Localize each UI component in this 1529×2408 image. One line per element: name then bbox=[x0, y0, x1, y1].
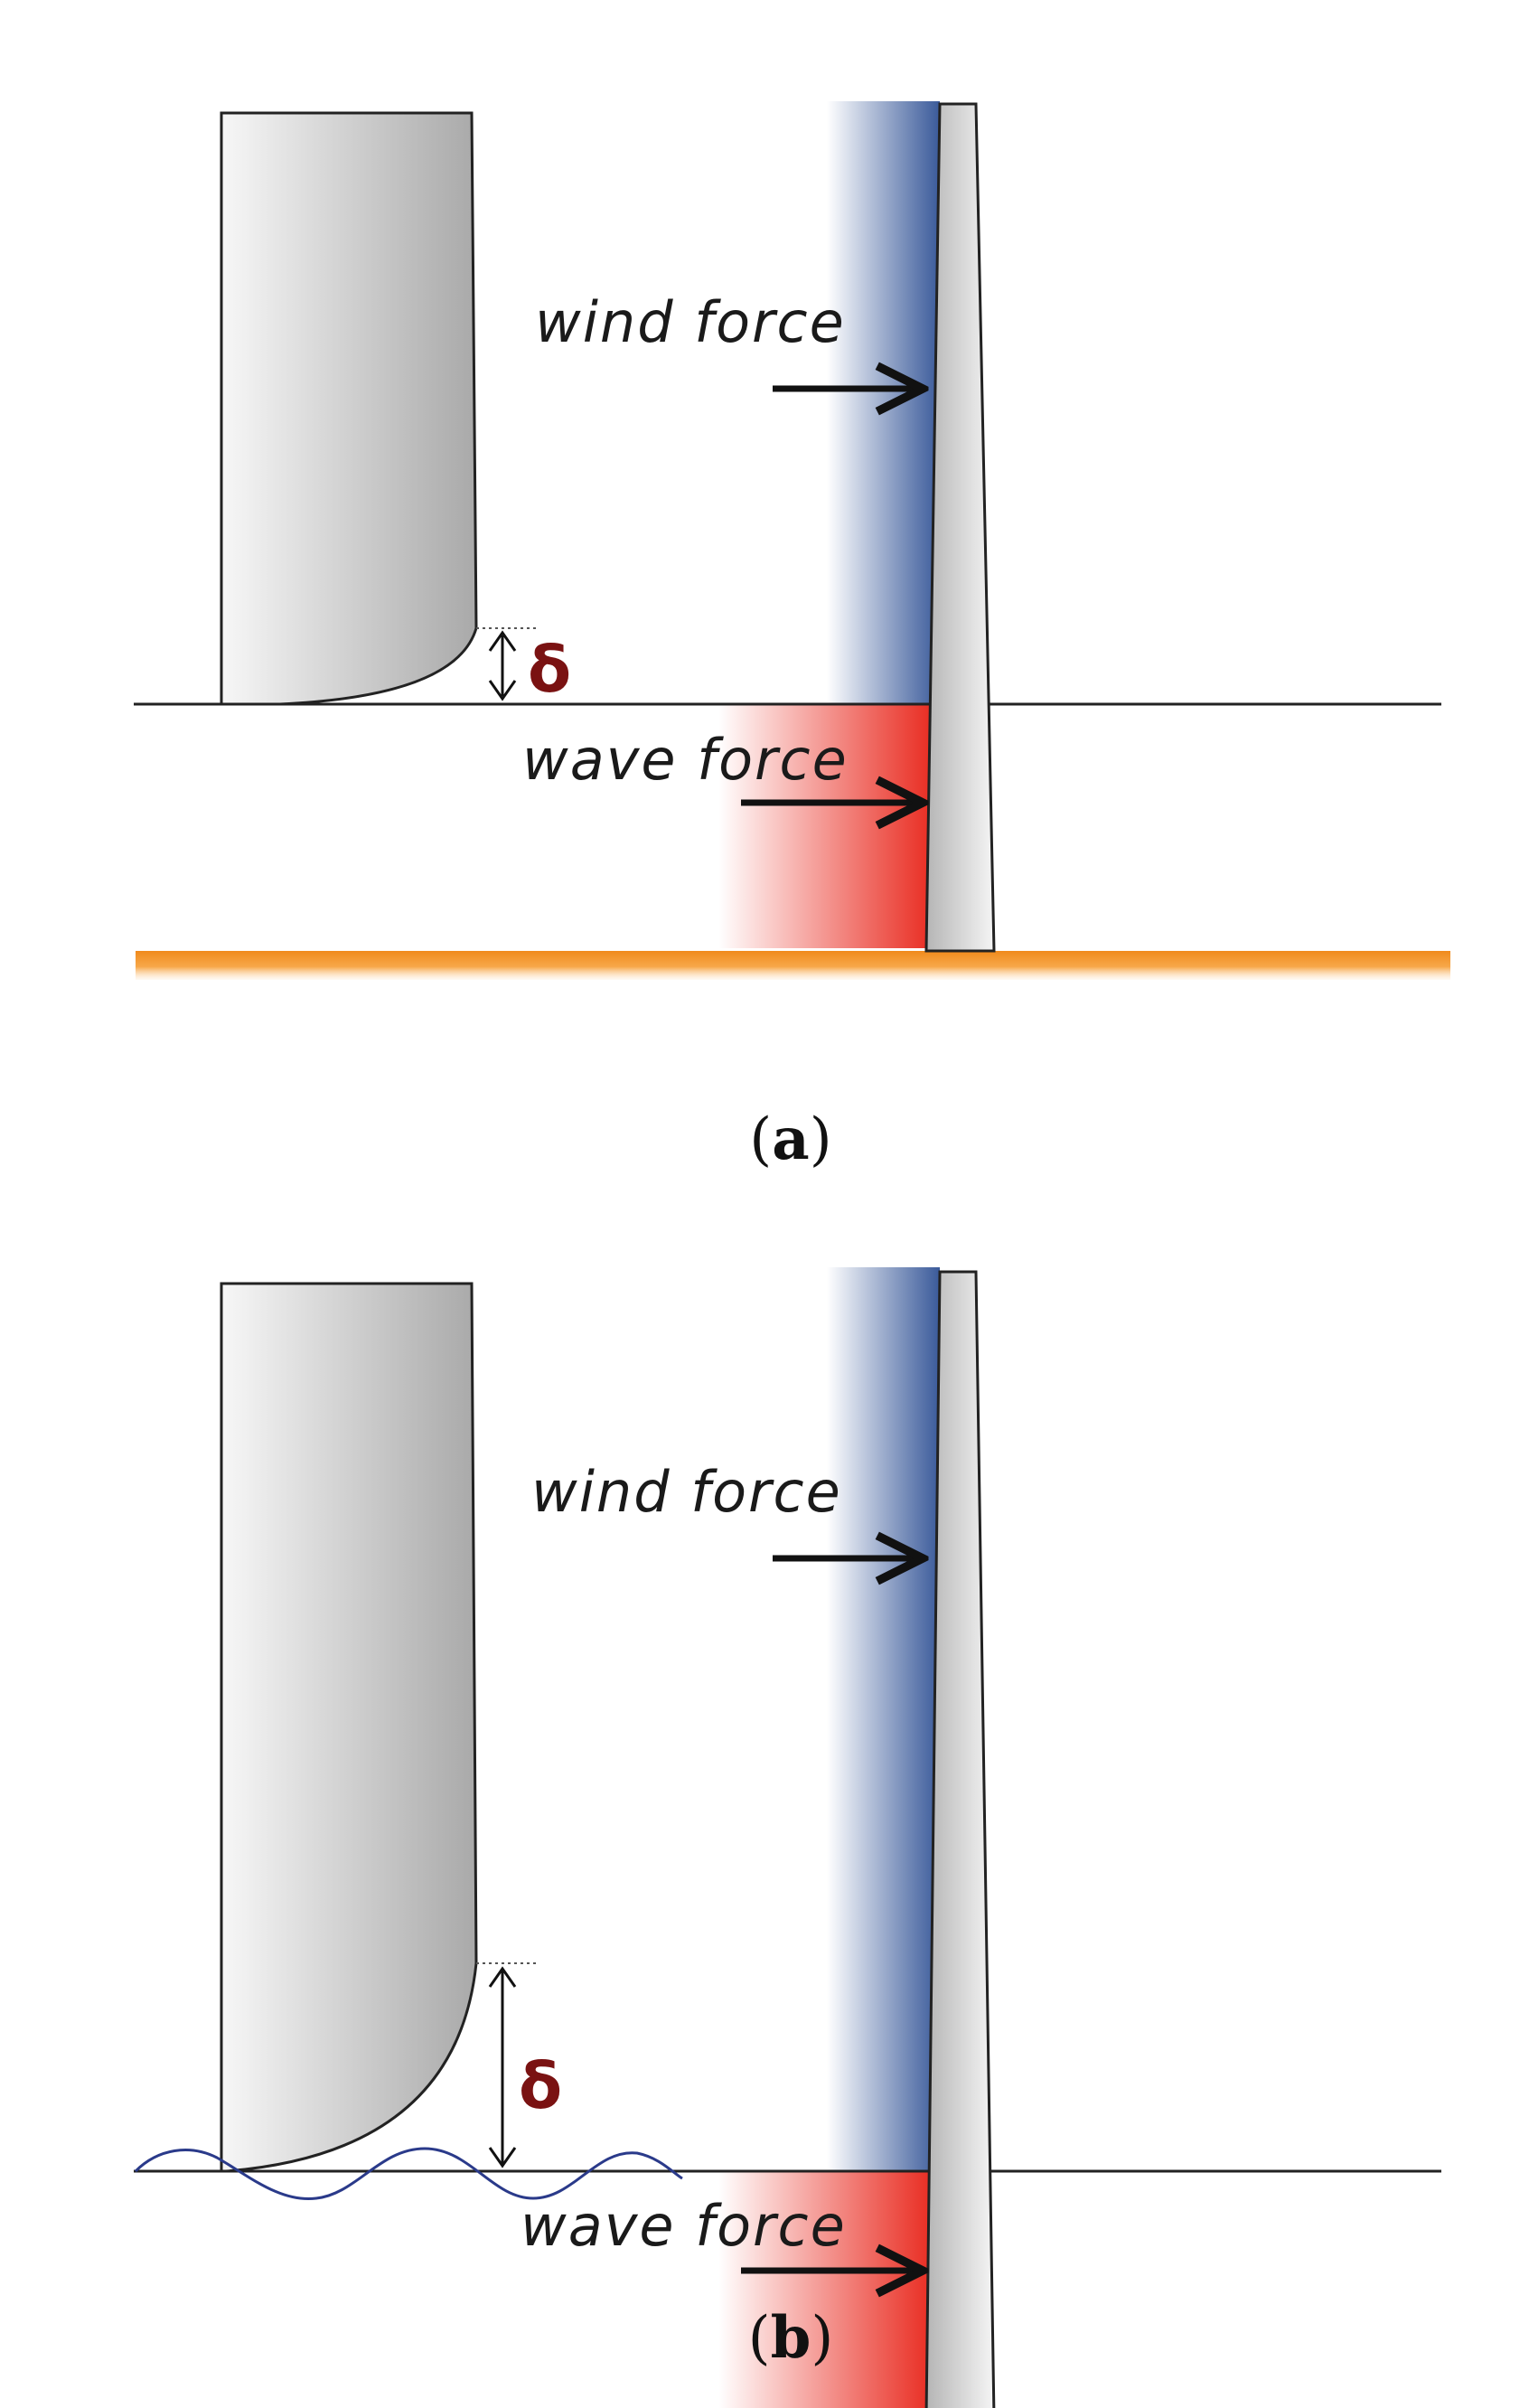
deflection-arrow-head-top bbox=[488, 630, 517, 652]
deflection-arrow-head-bottom bbox=[488, 2147, 517, 2168]
wind-force-label: wind force bbox=[531, 1459, 842, 1525]
wind-force-label: wind force bbox=[535, 289, 846, 355]
surface-wave bbox=[134, 2147, 683, 2201]
caption-b: (b) bbox=[748, 2304, 834, 2372]
wind-load-band bbox=[827, 1267, 940, 2171]
seabed bbox=[136, 951, 1450, 980]
wave-force-label: wave force bbox=[521, 2193, 847, 2259]
ice-sheet-body bbox=[220, 1282, 478, 2173]
delta-symbol: δ bbox=[528, 633, 571, 707]
delta-symbol: δ bbox=[519, 2049, 562, 2123]
panel-b-diagram: δ wind force wave force (b) bbox=[134, 1204, 1441, 2408]
panel-a: δ wind force wave force (a) bbox=[134, 101, 1450, 1173]
caption-a: (a) bbox=[749, 1105, 831, 1173]
ice-sheet-body bbox=[220, 111, 478, 706]
wind-load-band bbox=[827, 101, 940, 704]
wave-force-label: wave force bbox=[522, 727, 849, 793]
panel-b: δ wind force wave force (b) bbox=[0, 1204, 1529, 2408]
pile-structure bbox=[924, 102, 996, 953]
deflection-arrow-head-top bbox=[488, 1966, 517, 1988]
pile-structure bbox=[924, 1270, 996, 2408]
panel-a-diagram: δ wind force wave force (a) bbox=[134, 101, 1450, 1173]
deflection-arrow-head-bottom bbox=[488, 680, 517, 701]
